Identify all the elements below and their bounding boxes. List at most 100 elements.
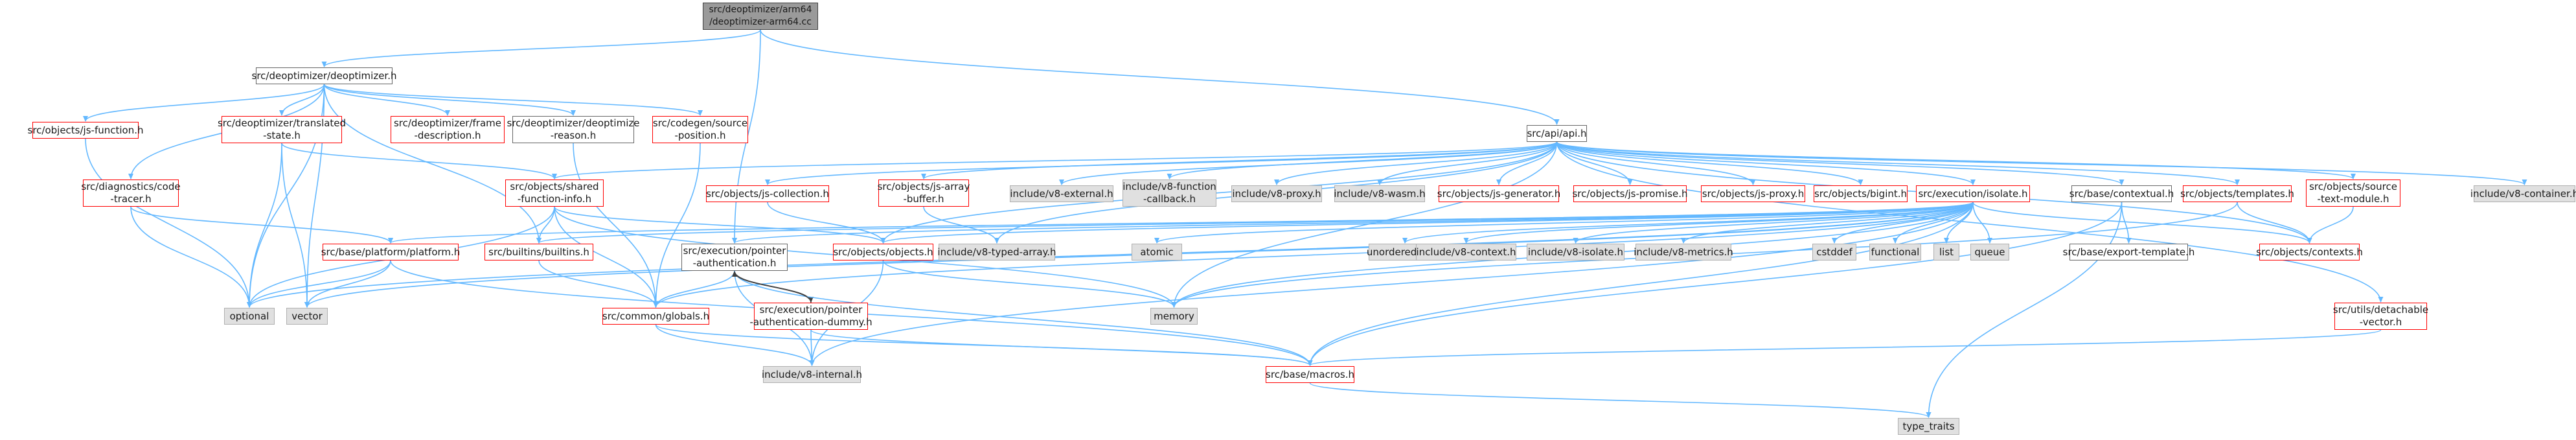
graph-node-v8-function-callback: include/v8-function -callback.h (1123, 179, 1216, 207)
graph-node-pointer-auth-dummy[interactable]: src/execution/pointer -authentication-du… (749, 303, 872, 330)
graph-edge-code-tracer-to-platform (130, 206, 393, 244)
graph-node-translated-state[interactable]: src/deoptimizer/translated -state.h (218, 116, 346, 143)
graph-node-builtins[interactable]: src/builtins/builtins.h (484, 244, 593, 261)
graph-node-label: src/builtins/builtins.h (488, 246, 589, 258)
graph-edge-platform-to-optional (247, 260, 391, 308)
graph-node-label: src/objects/objects.h (833, 246, 933, 258)
graph-edge-isolate-to-pointer-auth (732, 202, 1974, 244)
graph-edge-shared-function-info-to-globals (554, 206, 659, 308)
graph-node-label: type_traits (1902, 420, 1955, 432)
graph-node-label: src/objects/js-collection.h (706, 187, 829, 200)
graph-node-label: src/objects/source -text-module.h (2309, 181, 2397, 205)
graph-node-label: src/api/api.h (1527, 127, 1587, 139)
graph-node-v8-isolate: include/v8-isolate.h (1527, 244, 1624, 261)
graph-node-label: queue (1974, 246, 2005, 258)
graph-node-v8-metrics: include/v8-metrics.h (1634, 244, 1733, 261)
graph-edge-pointer-auth-dummy-to-pointer-auth (732, 271, 812, 303)
graph-node-js-function[interactable]: src/objects/js-function.h (28, 122, 144, 139)
graph-edge-deopt-h-to-source-position (323, 84, 703, 116)
graph-node-source-text-module[interactable]: src/objects/source -text-module.h (2306, 179, 2400, 207)
graph-edge-isolate-to-cstddef (1832, 202, 1974, 244)
graph-node-code-tracer[interactable]: src/diagnostics/code -tracer.h (81, 179, 181, 207)
graph-node-label: src/objects/contexts.h (2256, 246, 2363, 258)
graph-edge-objects-to-memory (882, 260, 1177, 308)
graph-node-macros[interactable]: src/base/macros.h (1266, 366, 1354, 383)
graph-node-queue: queue (1970, 244, 2009, 261)
graph-node-label: src/base/contextual.h (2069, 187, 2174, 200)
graph-node-label: src/objects/js-generator.h (1437, 187, 1561, 200)
graph-node-label: src/objects/shared -function-info.h (510, 181, 599, 205)
graph-node-label: include/v8-container.h (2470, 187, 2576, 200)
graph-node-objects[interactable]: src/objects/objects.h (833, 244, 933, 261)
graph-node-isolate[interactable]: src/execution/isolate.h (1916, 185, 2030, 202)
graph-edge-api-h-to-js-generator (1496, 141, 1558, 185)
graph-edge-shared-function-info-to-builtins (536, 206, 555, 244)
graph-node-deopt-h[interactable]: src/deoptimizer/deoptimizer.h (252, 67, 397, 84)
graph-edge-macros-to-type-traits (1309, 382, 1932, 418)
graph-node-js-proxy[interactable]: src/objects/js-proxy.h (1701, 185, 1805, 202)
graph-node-js-generator[interactable]: src/objects/js-generator.h (1437, 185, 1561, 202)
graph-node-globals[interactable]: src/common/globals.h (602, 308, 709, 325)
graph-node-js-promise[interactable]: src/objects/js-promise.h (1572, 185, 1688, 202)
graph-node-label: include/v8-internal.h (761, 368, 863, 380)
graph-edge-root-to-deopt-h (321, 29, 761, 67)
graph-edge-api-h-to-memory (1171, 141, 1558, 308)
graph-node-source-position[interactable]: src/codegen/source -position.h (652, 116, 748, 143)
graph-edge-isolate-to-v8-isolate (1573, 202, 1974, 244)
graph-node-label: src/execution/pointer -authentication.h (683, 245, 786, 269)
graph-node-js-collection[interactable]: src/objects/js-collection.h (706, 185, 829, 202)
graph-node-label: src/codegen/source -position.h (652, 117, 748, 141)
graph-edge-deopt-h-to-js-function (83, 84, 325, 122)
graph-node-root[interactable]: src/deoptimizer/arm64 /deoptimizer-arm64… (703, 3, 818, 30)
graph-edge-source-position-to-globals (653, 143, 701, 308)
graph-node-pointer-auth[interactable]: src/execution/pointer -authentication.h (681, 244, 788, 271)
graph-node-bigint[interactable]: src/objects/bigint.h (1814, 185, 1908, 202)
graph-node-v8-wasm: include/v8-wasm.h (1334, 185, 1426, 202)
graph-node-label: include/v8-function -callback.h (1123, 181, 1216, 205)
graph-node-label: src/diagnostics/code -tracer.h (81, 181, 181, 205)
graph-node-templates[interactable]: src/objects/templates.h (2180, 185, 2294, 202)
graph-node-type-traits: type_traits (1898, 418, 1959, 435)
graph-node-v8-external: include/v8-external.h (1010, 185, 1113, 202)
graph-node-shared-function-info[interactable]: src/objects/shared -function-info.h (505, 179, 604, 207)
graph-edge-js-array-buffer-to-v8-typed-array (923, 206, 999, 244)
graph-node-deopt-reason[interactable]: src/deoptimizer/deoptimize -reason.h (507, 116, 639, 143)
graph-edge-deopt-h-to-translated-state (279, 84, 325, 116)
graph-node-label: src/objects/js-function.h (27, 124, 144, 136)
graph-node-api-h[interactable]: src/api/api.h (1527, 125, 1587, 142)
graph-edge-api-h-to-templates (1556, 141, 2240, 185)
graph-node-frame-desc[interactable]: src/deoptimizer/frame -description.h (391, 116, 505, 143)
graph-node-label: atomic (1140, 246, 1174, 258)
graph-node-platform[interactable]: src/base/platform/platform.h (321, 244, 460, 261)
graph-edge-api-h-to-source-text-module (1556, 141, 2356, 179)
graph-node-contexts[interactable]: src/objects/contexts.h (2256, 244, 2363, 261)
graph-node-list: list (1933, 244, 1959, 261)
graph-edge-contextual-to-type-traits (1926, 202, 2123, 418)
graph-node-export-template[interactable]: src/base/export-template.h (2063, 244, 2194, 261)
graph-edge-builtins-to-globals (538, 260, 659, 308)
graph-edge-deopt-h-to-deopt-reason (323, 84, 576, 116)
graph-node-optional: optional (224, 308, 275, 325)
graph-node-label: src/base/macros.h (1266, 368, 1354, 380)
graph-node-label: src/execution/isolate.h (1918, 187, 2028, 200)
graph-node-label: list (1939, 246, 1954, 258)
graph-edge-pointer-auth-to-globals (653, 270, 735, 308)
graph-node-js-array-buffer[interactable]: src/objects/js-array -buffer.h (877, 179, 970, 207)
graph-edge-source-text-module-to-contexts (2307, 206, 2354, 244)
graph-edge-deopt-h-to-builtins (323, 84, 541, 244)
graph-edge-globals-to-v8-internal (655, 324, 815, 366)
graph-node-detachable-vector[interactable]: src/utils/detachable -vector.h (2332, 303, 2429, 330)
graph-edge-translated-state-to-shared-function-info (281, 143, 557, 179)
graph-node-contextual[interactable]: src/base/contextual.h (2069, 185, 2174, 202)
graph-edge-api-h-to-v8-function-callback (1167, 141, 1558, 179)
graph-edge-deopt-reason-to-globals (573, 143, 659, 308)
graph-node-label: src/deoptimizer/deoptimizer.h (251, 69, 397, 82)
graph-node-label: optional (229, 310, 269, 322)
graph-node-label: vector (291, 310, 323, 322)
graph-node-label: src/objects/js-array -buffer.h (877, 181, 970, 205)
graph-node-functional: functional (1869, 244, 1921, 261)
graph-node-label: src/utils/detachable -vector.h (2332, 304, 2429, 328)
graph-edge-isolate-to-v8-context (1463, 202, 1974, 244)
graph-node-v8-typed-array: include/v8-typed-array.h (937, 244, 1056, 261)
graph-edge-api-h-to-shared-function-info (552, 141, 1558, 179)
